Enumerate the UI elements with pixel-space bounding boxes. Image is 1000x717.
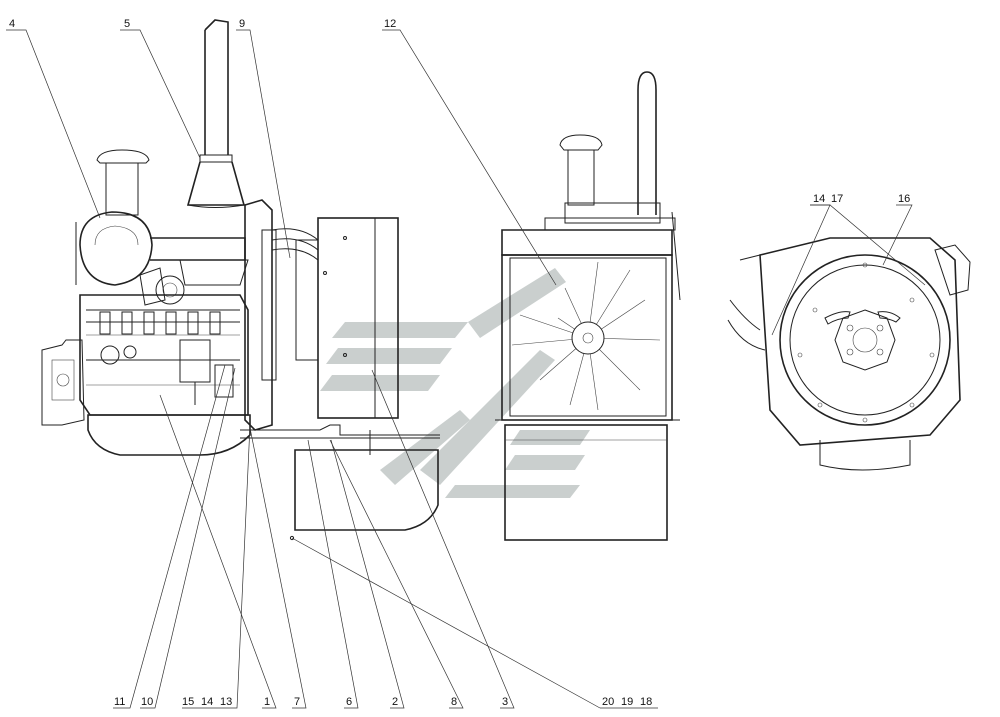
callout-11: 11 <box>114 696 125 708</box>
radiator-front-view <box>495 71 681 541</box>
callout-10: 10 <box>141 696 153 708</box>
leader-lines <box>6 29 926 709</box>
callout-4: 4 <box>9 18 15 30</box>
callout-9: 9 <box>239 18 245 30</box>
callout-labels: 4 5 9 12 14 17 16 11 10 15 14 13 1 7 6 2… <box>9 18 910 708</box>
callout-18: 18 <box>640 696 652 708</box>
callout-17: 17 <box>831 193 843 205</box>
callout-15: 15 <box>182 696 194 708</box>
callout-2: 2 <box>392 696 398 708</box>
cooling-fan <box>511 261 661 411</box>
flywheel-rear-view <box>727 237 971 471</box>
callout-7: 7 <box>294 696 300 708</box>
callout-3: 3 <box>502 696 508 708</box>
callout-19: 19 <box>621 696 633 708</box>
callout-5: 5 <box>124 18 130 30</box>
callout-13: 13 <box>220 696 232 708</box>
injector-row <box>99 311 221 335</box>
engine-side-view <box>41 19 440 531</box>
callout-6: 6 <box>346 696 352 708</box>
callout-20: 20 <box>602 696 614 708</box>
callout-16: 16 <box>898 193 910 205</box>
callout-12: 12 <box>384 18 396 30</box>
callout-8: 8 <box>451 696 457 708</box>
callout-1: 1 <box>264 696 270 708</box>
callout-14-rear: 14 <box>813 193 825 205</box>
callout-14: 14 <box>201 696 213 708</box>
watermark-logo <box>320 268 590 498</box>
